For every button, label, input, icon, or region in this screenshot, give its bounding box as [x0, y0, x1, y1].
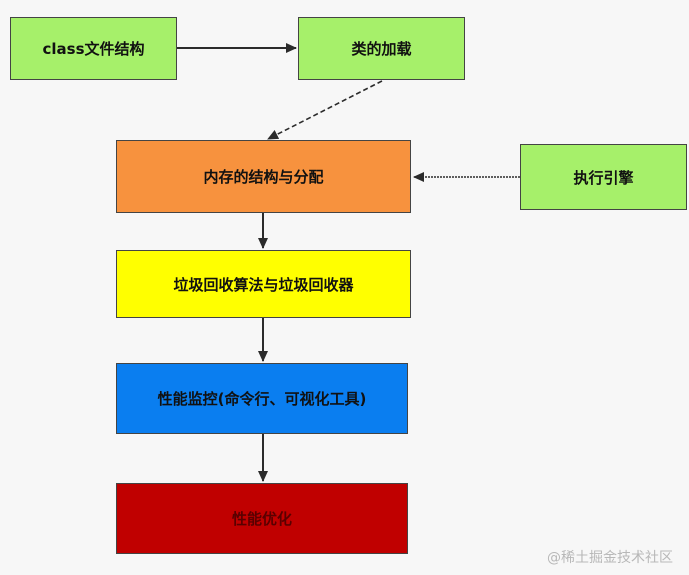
- node-label: 类的加载: [351, 40, 412, 58]
- node-label: 垃圾回收算法与垃圾回收器: [173, 275, 354, 294]
- node-class-loading: 类的加载: [298, 17, 465, 80]
- node-monitoring: 性能监控(命令行、可视化工具): [116, 363, 408, 434]
- node-gc: 垃圾回收算法与垃圾回收器: [116, 250, 411, 318]
- node-label: 性能监控(命令行、可视化工具): [157, 390, 367, 408]
- watermark: @稀土掘金技术社区: [547, 550, 673, 566]
- node-label: class文件结构: [42, 40, 145, 58]
- node-memory-structure: 内存的结构与分配: [116, 140, 411, 213]
- edge-load-to-memory: [267, 80, 383, 140]
- node-label: 执行引擎: [573, 168, 634, 187]
- node-class-file-structure: class文件结构: [10, 17, 177, 80]
- node-label: 性能优化: [231, 510, 292, 528]
- node-label: 内存的结构与分配: [203, 168, 324, 186]
- node-tuning: 性能优化: [116, 483, 408, 554]
- node-execution-engine: 执行引擎: [520, 144, 687, 210]
